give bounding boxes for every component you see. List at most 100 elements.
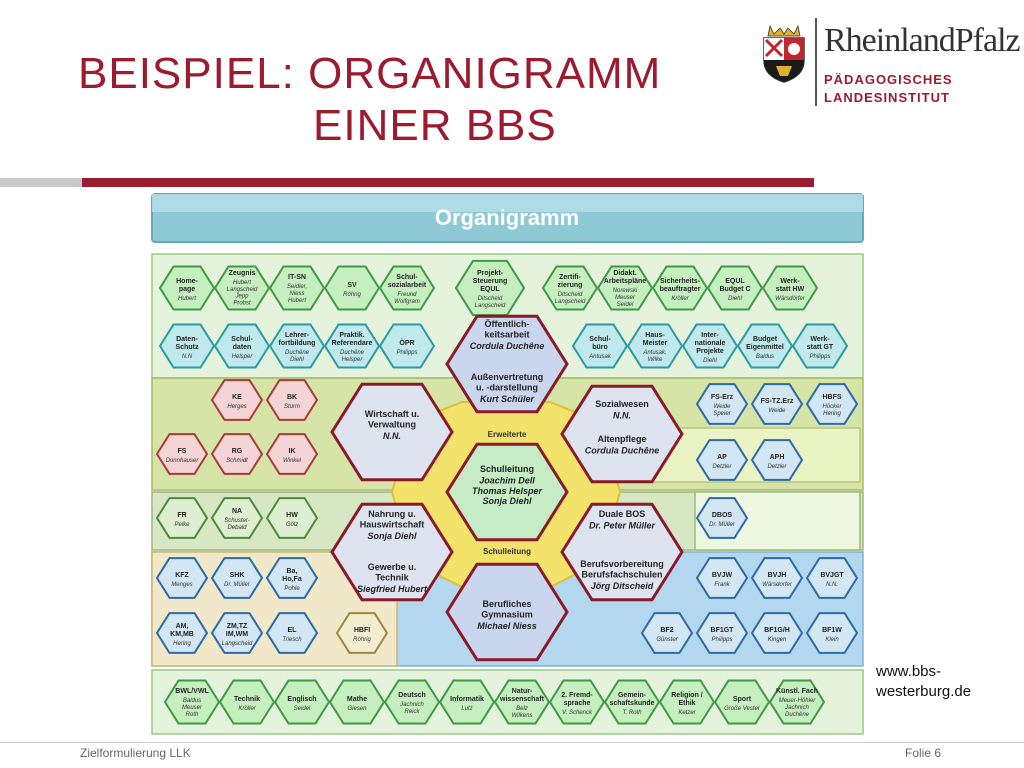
left-red-1-names: Sturm [284, 404, 300, 410]
top1-6-title: Zertifi-zierung [558, 274, 583, 289]
right-bottom-3-title: BF2 [660, 627, 673, 634]
bottom-5-title: Informatik [450, 696, 484, 703]
right-top-1-title: FS-TZ.Erz [761, 398, 794, 405]
top2-5-hex [571, 323, 629, 369]
ring-label-2: Schulleitung [483, 547, 531, 556]
bottom-0-hex [163, 679, 221, 725]
top1-3-hex [323, 265, 381, 311]
top2-7-names: Diehl [703, 358, 717, 364]
top1-10-names: Wärsdörfer [775, 296, 806, 302]
top2-5-title: Schul-büro [589, 336, 611, 351]
left-green-1-hex [210, 497, 264, 539]
bottom-8-names: T. Roth [622, 710, 642, 716]
left-red-0-names: Herges [227, 404, 246, 410]
center-hex-1 [330, 382, 454, 482]
top2-4-hex [378, 323, 436, 369]
divider-grey [0, 178, 82, 187]
top1-3-title: SV [347, 282, 357, 289]
center-wirtschaft-title: Wirtschaft u.Verwaltung [365, 409, 419, 429]
right-bottom-2-title: BVJGT [820, 572, 844, 579]
bottom-1-hex [218, 679, 276, 725]
bottom-11-title: Künstl. Fach [776, 688, 818, 695]
center-sozial-title: Sozialwesen [595, 399, 649, 409]
bottom-9-title: Religion /Ethik [671, 692, 703, 707]
right-bottom-6-title: BF1W [822, 627, 842, 634]
top1-4-title: Schul-sozialarbeit [388, 274, 427, 289]
top2-4-title: ÖPR [399, 338, 414, 347]
bottom-8-hex [603, 679, 661, 725]
left-blue-4-names: Langscheid [222, 641, 253, 647]
ring-label-1: Erweiterte [488, 430, 527, 439]
left-red-3-title: RG [232, 448, 243, 455]
right-bottom-4-title: BF1GT [711, 627, 735, 634]
top1-7-hex [596, 265, 654, 311]
top1-9-hex [706, 265, 764, 311]
right-bottom-5-title: BF1G/H [764, 627, 790, 634]
right-top-4-hex [750, 439, 804, 481]
left-blue-4-hex [210, 612, 264, 654]
header-title: Organigramm [435, 205, 579, 230]
coat-of-arms-icon [763, 24, 805, 83]
bottom-1-names: Kröller [238, 706, 256, 712]
top1-9-names: Diehl [728, 296, 742, 302]
top2-2-title: Lehrer-fortbildung [279, 332, 316, 347]
top1-8-hex [651, 265, 709, 311]
left-red-0-hex [210, 379, 264, 421]
center-hex-5 [560, 502, 684, 602]
left-blue-6-title: HBFI [354, 627, 370, 634]
top2-3-title: Praktik.Referendare [332, 332, 373, 347]
left-green-0-hex [155, 497, 209, 539]
right-top-3-title: AP [717, 454, 727, 461]
left-green-0-title: FR [177, 512, 186, 519]
header-band-shine [152, 194, 863, 212]
right-top-3-names: Detzler [712, 464, 732, 470]
right-top-3-hex [695, 439, 749, 481]
left-blue-0-hex [155, 557, 209, 599]
center-dbos-names: Dr. Peter Müller [589, 521, 656, 531]
left-blue-6-names: Röhrig [353, 637, 371, 643]
center-hex-2 [560, 384, 684, 484]
left-red-1-title: BK [287, 394, 297, 401]
bottom-8-title: Gemein-schaftskunde [609, 692, 654, 707]
left-green-2-hex [265, 497, 319, 539]
left-red-4-names: Winkel [283, 458, 302, 464]
right-bottom-1-title: BVJH [768, 572, 787, 579]
right-bottom-5-hex [750, 612, 804, 654]
center-oeff-names: Cordula Duchêne [470, 341, 545, 351]
bottom-10-hex [713, 679, 771, 725]
top2-0-title: Daten-Schutz [176, 336, 199, 351]
top2-0-names: N.N [182, 354, 193, 360]
left-blue-1-title: SHK [230, 572, 245, 579]
right-top-4-names: Detzler [767, 464, 787, 470]
left-blue-0-names: Menges [171, 582, 192, 588]
top2-5-names: Antusak [588, 354, 612, 360]
top2-3-hex [323, 323, 381, 369]
website-url[interactable]: www.bbs-westerburg.de [876, 663, 972, 700]
center-hex-0 [445, 314, 569, 414]
top1-2-title: IT-SN [288, 274, 306, 281]
left-blue-3-hex [155, 612, 209, 654]
left-blue-2-names: Pohle [284, 586, 300, 592]
left-red-0-title: KE [232, 394, 242, 401]
top1-10-hex [761, 265, 819, 311]
top2-1-hex [213, 323, 271, 369]
left-green-1-names: Schuster-Debald [224, 518, 250, 531]
left-blue-6-hex [335, 612, 389, 654]
top2-6-names: Antusak,Wilke [642, 350, 666, 363]
logo-brand: RheinlandPfalz [824, 22, 1021, 59]
